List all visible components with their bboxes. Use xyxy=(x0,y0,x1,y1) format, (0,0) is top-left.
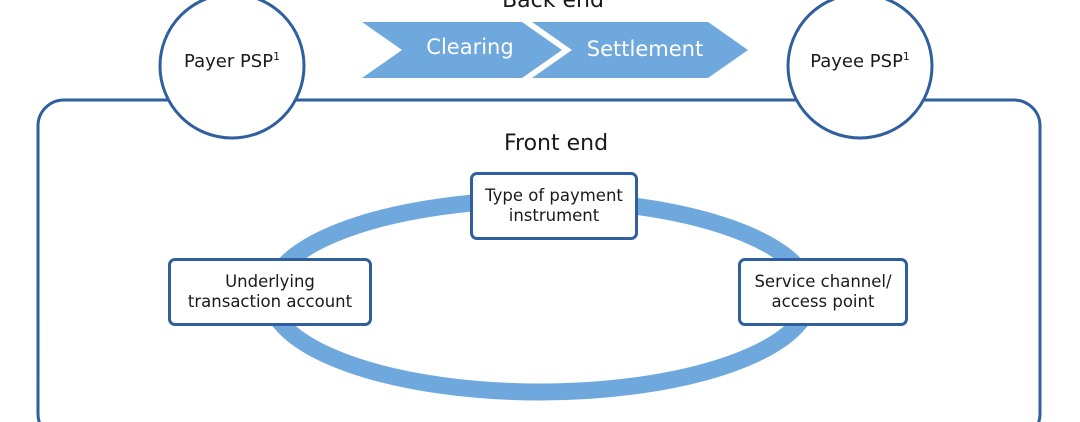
settlement-arrow xyxy=(532,22,748,78)
service-channel-line2: access point xyxy=(771,292,875,311)
payee-psp-footnote: 1 xyxy=(902,50,910,63)
front-end-title: Front end xyxy=(503,131,609,156)
payment-instrument-node: Type of payment instrument xyxy=(470,172,638,240)
payer-psp-text: Payer PSP xyxy=(184,51,274,72)
transaction-account-line1: Underlying xyxy=(225,272,315,292)
clearing-label: Clearing xyxy=(426,35,514,59)
payee-psp-circle xyxy=(786,0,934,140)
payment-instrument-line2: instrument xyxy=(508,206,600,225)
transaction-account-line2: transaction account xyxy=(187,292,353,311)
payer-psp-label: Payer PSP1 xyxy=(162,50,302,73)
transaction-account-node: Underlying transaction account xyxy=(168,258,372,326)
clearing-arrow xyxy=(362,22,562,78)
service-channel-line1: Service channel/ xyxy=(754,272,892,292)
payee-psp-text: Payee PSP xyxy=(810,51,903,72)
payee-psp-label: Payee PSP1 xyxy=(790,50,930,73)
settlement-label: Settlement xyxy=(586,37,704,61)
service-channel-node: Service channel/ access point xyxy=(738,258,908,326)
payer-psp-footnote: 1 xyxy=(273,50,280,63)
back-end-title: Back end xyxy=(502,0,604,13)
payer-psp-circle xyxy=(158,0,306,140)
payment-instrument-line1: Type of payment xyxy=(485,186,623,206)
